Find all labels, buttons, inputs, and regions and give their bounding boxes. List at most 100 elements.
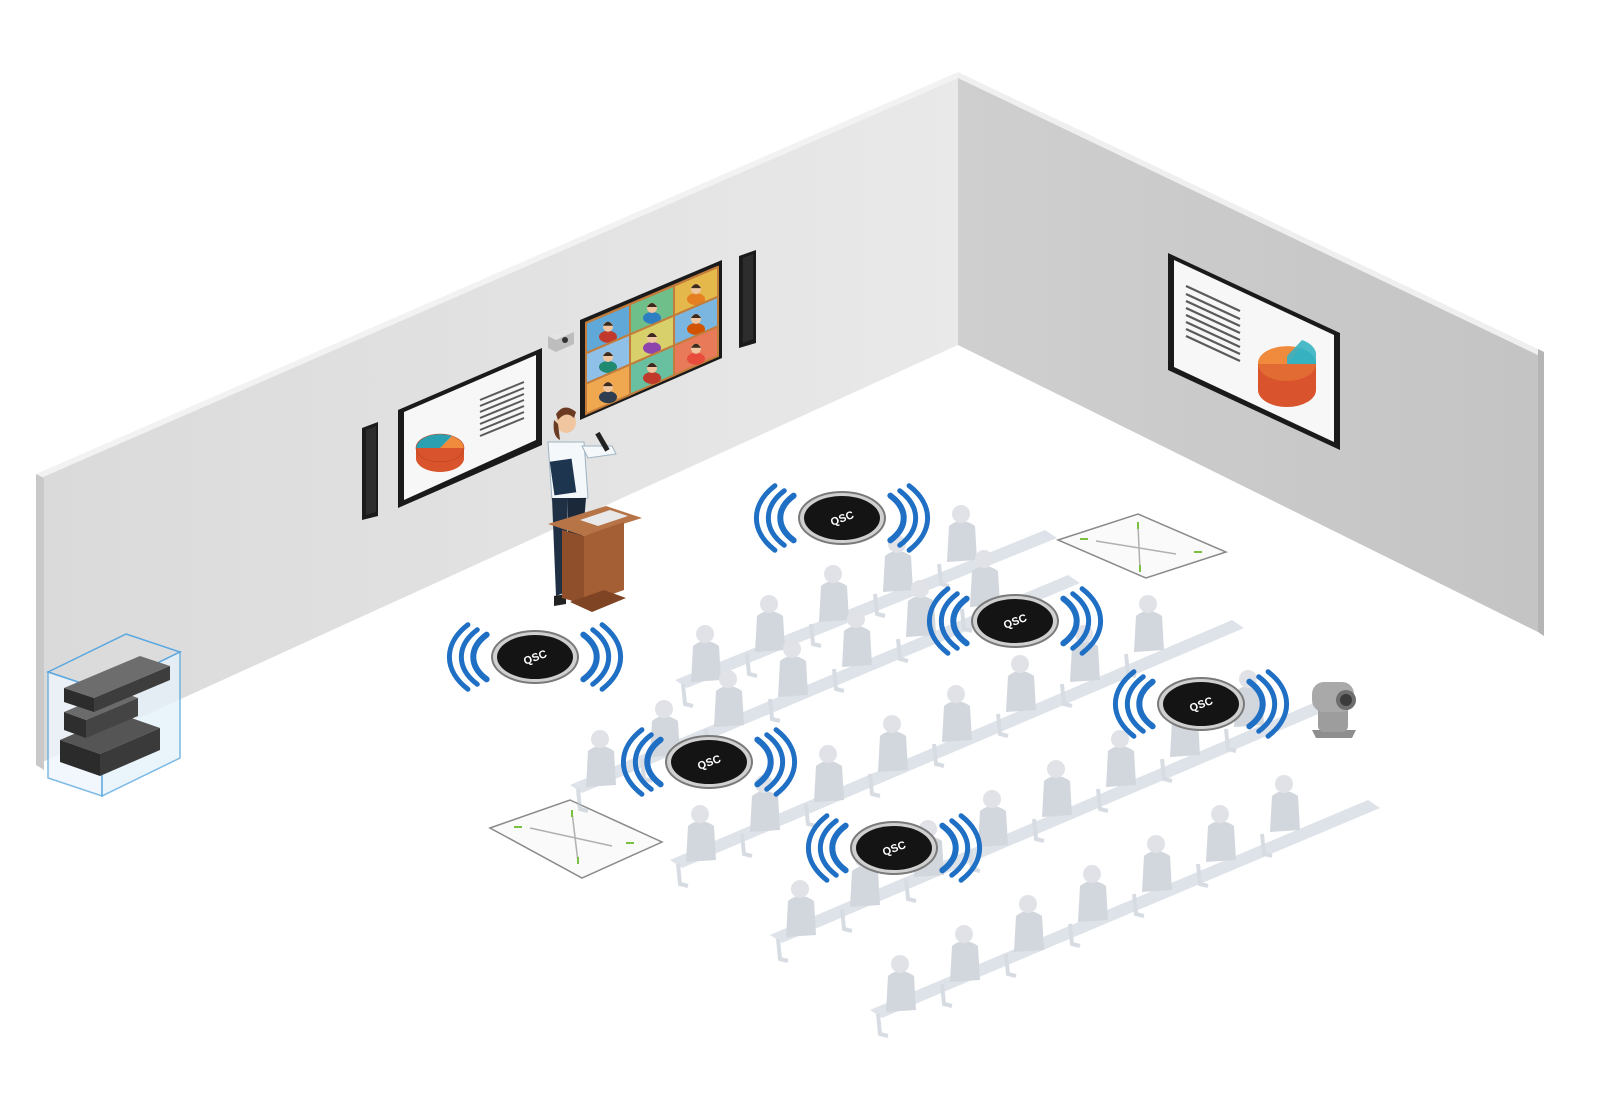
attendee-body xyxy=(714,686,744,727)
display-right-presentation xyxy=(1168,253,1340,450)
participant-body xyxy=(687,352,705,365)
sound-wave-right xyxy=(599,622,624,692)
attendee-body xyxy=(686,821,716,862)
sound-wave-right xyxy=(897,488,919,548)
sound-wave-left xyxy=(926,586,951,656)
chair-leg xyxy=(681,683,694,708)
speaker-5: QSC xyxy=(620,727,798,797)
speaker-grille xyxy=(1163,682,1239,726)
sound-wave-left xyxy=(765,488,787,548)
ptz-camera xyxy=(1312,682,1356,738)
attendee-head xyxy=(824,565,842,583)
participant-hair xyxy=(647,302,657,307)
attendee-body xyxy=(1006,671,1036,712)
chair-leg xyxy=(996,713,1009,738)
chair-leg xyxy=(776,938,789,963)
attendee-head xyxy=(819,745,837,763)
attendee-body xyxy=(1142,851,1172,892)
left-wall-end xyxy=(36,474,44,770)
attendee-body xyxy=(842,626,872,667)
chair-leg xyxy=(1032,818,1045,843)
chair-leg xyxy=(1260,833,1273,858)
sound-wave-right xyxy=(764,732,786,792)
attendee-body xyxy=(947,521,977,562)
attendee-body xyxy=(1270,791,1300,832)
desk-row xyxy=(770,695,1344,943)
chair-leg xyxy=(1004,953,1017,978)
sound-wave-right xyxy=(1246,678,1266,730)
chair-leg xyxy=(740,833,753,858)
participant-body xyxy=(687,293,705,306)
column-speaker-left xyxy=(362,422,378,520)
attendee-body xyxy=(819,581,849,622)
sound-wave-right xyxy=(754,736,774,788)
attendee-body xyxy=(878,731,908,772)
attendee-body xyxy=(1042,776,1072,817)
sound-wave-left xyxy=(470,631,490,683)
speaker-6: QSC xyxy=(805,813,983,883)
attendee-head xyxy=(1083,865,1101,883)
attendee-head xyxy=(1047,760,1065,778)
attendee-body xyxy=(750,791,780,832)
attendee-body xyxy=(883,551,913,592)
pie-chart-icon xyxy=(415,433,465,472)
attendee-body xyxy=(1134,611,1164,652)
text-lines-icon xyxy=(479,381,525,437)
sound-wave-left xyxy=(777,492,797,544)
attendee-head xyxy=(1019,895,1037,913)
chair-leg xyxy=(876,1013,889,1038)
chair-leg xyxy=(896,638,909,663)
sound-wave-right xyxy=(580,631,600,683)
attendee-head xyxy=(1147,835,1165,853)
participant-hair xyxy=(603,351,613,356)
desk-row xyxy=(670,620,1244,868)
chair-leg xyxy=(804,803,817,828)
desk-row xyxy=(870,800,1380,1018)
attendee-body xyxy=(586,746,616,787)
podium xyxy=(548,506,642,612)
attendee-head xyxy=(975,550,993,568)
sound-wave-left xyxy=(458,627,480,687)
attendee-body xyxy=(970,566,1000,607)
participant-hair xyxy=(691,284,701,289)
sound-wave-left xyxy=(1124,674,1146,734)
chair-leg xyxy=(873,593,886,618)
sound-wave-left xyxy=(817,818,839,878)
participant-hair xyxy=(647,332,657,337)
sound-wave-right xyxy=(590,627,612,687)
sound-wave-left xyxy=(644,736,664,788)
attendee-body xyxy=(950,941,980,982)
attendee-head xyxy=(760,595,778,613)
speaker-2: QSC xyxy=(926,586,1104,656)
participant-hair xyxy=(647,362,657,367)
attendee-head xyxy=(696,625,714,643)
attendee-body xyxy=(755,611,785,652)
speaker-4: QSC xyxy=(1112,669,1290,739)
display-video-wall xyxy=(580,260,722,420)
sound-wave-right xyxy=(949,818,971,878)
sound-wave-left xyxy=(446,622,471,692)
sound-wave-left xyxy=(620,727,645,797)
attendee-body xyxy=(850,866,880,907)
sound-wave-right xyxy=(1079,586,1104,656)
sound-wave-left xyxy=(950,595,970,647)
network-switch-device xyxy=(64,656,170,712)
attendee-head xyxy=(719,670,737,688)
attendee-body xyxy=(1014,911,1044,952)
attendee-head xyxy=(783,640,801,658)
attendee-head xyxy=(1139,595,1157,613)
attendee-head xyxy=(655,700,673,718)
attendee-head xyxy=(955,925,973,943)
participant-body xyxy=(643,341,661,354)
speaker-grille xyxy=(977,599,1053,643)
chair-leg xyxy=(1224,728,1237,753)
sound-wave-left xyxy=(805,813,830,883)
column-speaker-right xyxy=(739,250,756,348)
attendee-head xyxy=(883,715,901,733)
chair-leg xyxy=(745,653,758,678)
attendee-head xyxy=(947,685,965,703)
chair-leg xyxy=(1196,863,1209,888)
chair-leg xyxy=(809,623,822,648)
attendee-head xyxy=(891,955,909,973)
participant-body xyxy=(687,322,705,335)
